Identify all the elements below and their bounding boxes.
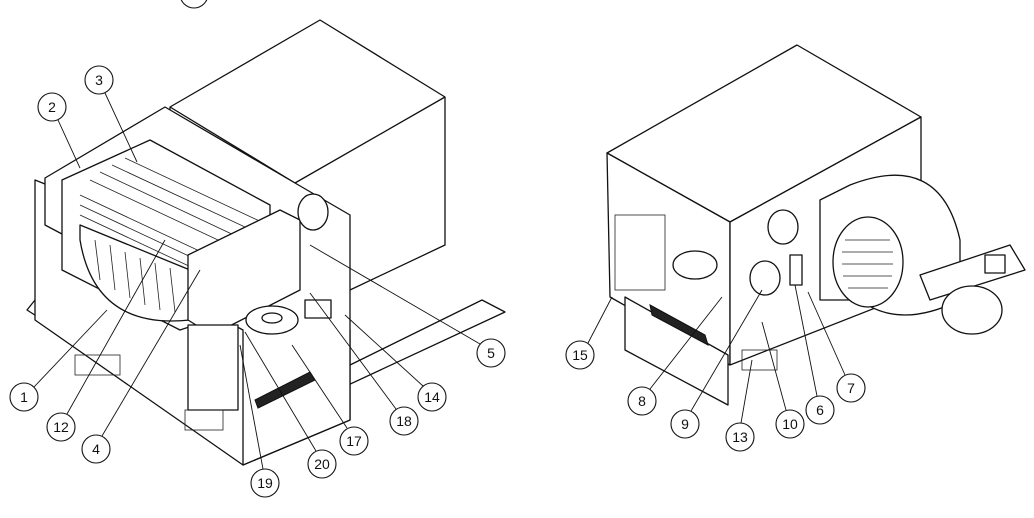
callout-2: 2 (37, 92, 67, 122)
callouts-right: 6 7 8 9 10 13 15 (565, 340, 866, 452)
flue-outlet (297, 193, 329, 231)
combustion-air-inlet (767, 209, 799, 245)
callout-14: 14 (417, 382, 447, 412)
callout-5: 5 (476, 338, 506, 368)
callout-18: 18 (389, 406, 419, 436)
callout-1: 1 (9, 382, 39, 412)
svg-text:14: 14 (424, 389, 440, 405)
pressure-switch (789, 254, 803, 286)
svg-text:17: 17 (346, 433, 362, 449)
flue-box (187, 209, 301, 336)
svg-text:12: 12 (53, 419, 69, 435)
callout-6: 6 (805, 395, 835, 425)
control-panel (187, 324, 239, 411)
callout-13: 13 (725, 422, 755, 452)
right-unit-drawing (606, 44, 1026, 406)
callout-12: 12 (46, 412, 76, 442)
svg-text:15: 15 (572, 347, 588, 363)
callout-15: 15 (565, 340, 595, 370)
gas-valve (304, 299, 332, 319)
svg-text:10: 10 (782, 416, 798, 432)
svg-text:7: 7 (847, 380, 855, 396)
svg-text:4: 4 (92, 441, 100, 457)
flue-connection (749, 260, 781, 296)
svg-text:5: 5 (487, 345, 495, 361)
callout-3: 3 (84, 65, 114, 95)
svg-text:3: 3 (95, 72, 103, 88)
callout-4: 4 (81, 434, 111, 464)
leader-lines (33, 92, 846, 470)
svg-text:9: 9 (681, 416, 689, 432)
svg-text:1: 1 (20, 389, 28, 405)
svg-text:13: 13 (732, 429, 748, 445)
callout-7: 7 (836, 373, 866, 403)
callout-17: 17 (339, 426, 369, 456)
callout-9: 9 (670, 409, 700, 439)
svg-text:8: 8 (638, 393, 646, 409)
left-unit-drawing (26, 19, 506, 466)
svg-text:18: 18 (396, 413, 412, 429)
callout-20: 20 (307, 449, 337, 479)
callouts-left: 1 2 3 4 5 12 14 17 18 19 20 (9, 65, 506, 498)
svg-text:2: 2 (48, 99, 56, 115)
callout-partial (180, 0, 208, 9)
svg-text:6: 6 (816, 402, 824, 418)
terminal-strip (649, 304, 709, 347)
svg-text:20: 20 (314, 456, 330, 472)
callout-19: 19 (250, 468, 280, 498)
blower-motor (941, 285, 1003, 335)
svg-text:19: 19 (257, 475, 273, 491)
callout-10: 10 (775, 409, 805, 439)
callout-8: 8 (627, 386, 657, 416)
